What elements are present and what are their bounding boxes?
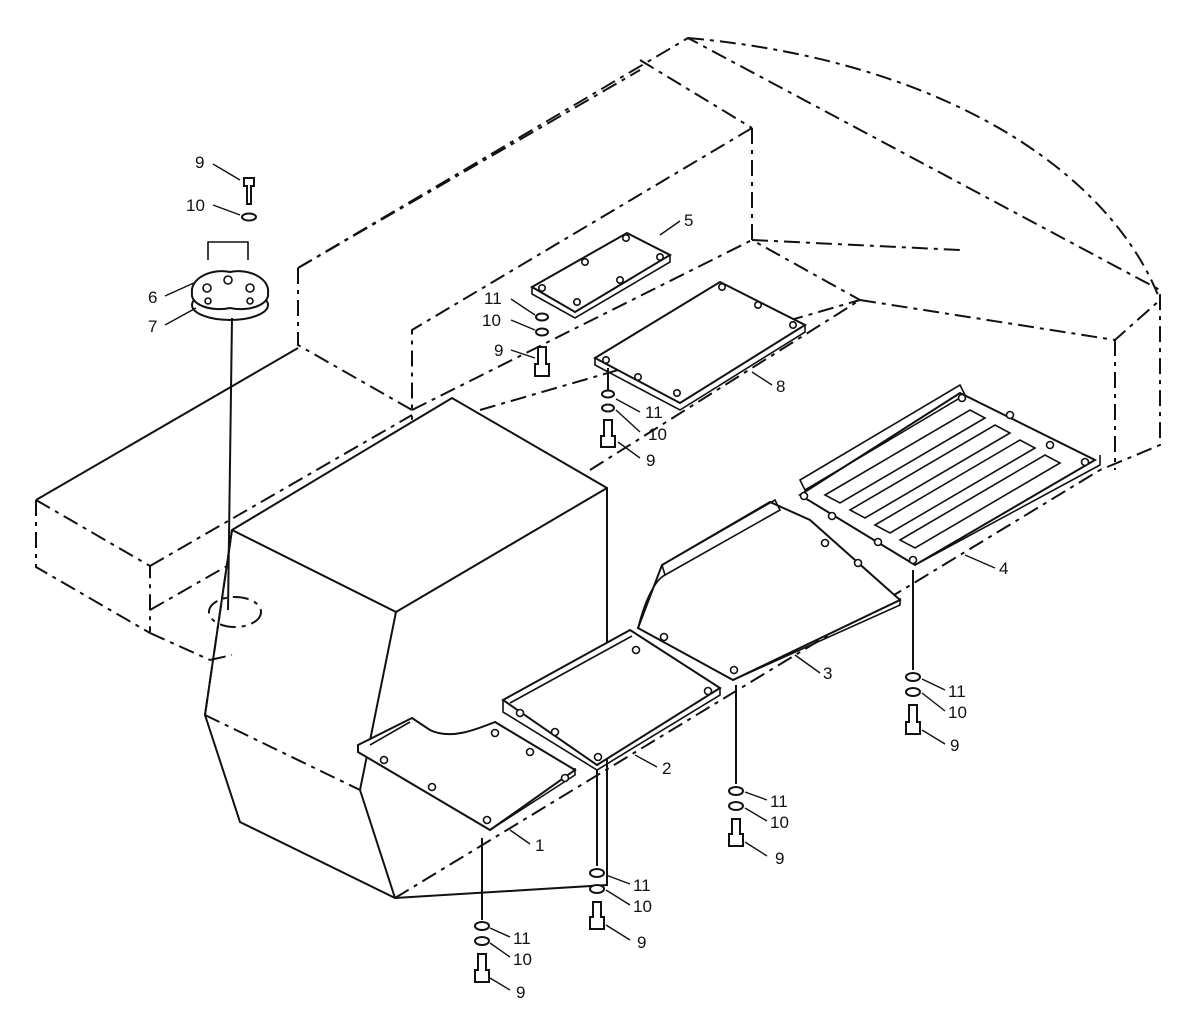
callout-9: 9 (195, 153, 204, 172)
fastener-stack-cover-5 (534, 312, 550, 377)
callout-9: 9 (516, 983, 525, 1002)
cover-plate-3 (636, 498, 902, 682)
callout-10: 10 (633, 897, 652, 916)
fastener-stack-top-left (241, 177, 257, 222)
callout-10: 10 (770, 813, 789, 832)
callout-labels: 9 10 6 7 11 10 9 5 8 11 10 9 4 3 2 1 11 … (148, 153, 1008, 1002)
callout-11: 11 (633, 876, 651, 895)
callout-8: 8 (776, 377, 785, 396)
callout-10: 10 (513, 950, 532, 969)
fastener-stack-plate-3 (728, 685, 744, 847)
callout-11: 11 (645, 403, 663, 422)
callout-9: 9 (775, 849, 784, 868)
callout-10: 10 (186, 196, 205, 215)
flange-assembly (190, 241, 270, 611)
fastener-stack-grate-4 (905, 570, 921, 735)
callout-10: 10 (482, 311, 501, 330)
callout-9: 9 (637, 933, 646, 952)
callout-9: 9 (646, 451, 655, 470)
callout-11: 11 (770, 792, 788, 811)
leader-lines (164, 163, 996, 991)
fastener-stack-plate-2 (589, 770, 605, 930)
callout-11: 11 (948, 682, 966, 701)
grate-4 (798, 383, 1101, 567)
callout-2: 2 (662, 759, 671, 778)
callout-7: 7 (148, 317, 157, 336)
callout-1: 1 (535, 836, 544, 855)
callout-9: 9 (950, 736, 959, 755)
callout-10: 10 (648, 425, 667, 444)
callout-6: 6 (148, 288, 157, 307)
callout-3: 3 (823, 664, 832, 683)
cover-plate-8 (592, 280, 808, 411)
fastener-stack-plate-1 (474, 838, 490, 983)
callout-4: 4 (999, 559, 1008, 578)
cover-plate-1 (357, 716, 577, 832)
callout-5: 5 (684, 211, 693, 230)
callout-11: 11 (513, 929, 531, 948)
callout-10: 10 (948, 703, 967, 722)
callout-11: 11 (484, 289, 502, 308)
cover-plate-5 (529, 231, 673, 319)
callout-9: 9 (494, 341, 503, 360)
fastener-stack-cover-8 (600, 368, 616, 448)
